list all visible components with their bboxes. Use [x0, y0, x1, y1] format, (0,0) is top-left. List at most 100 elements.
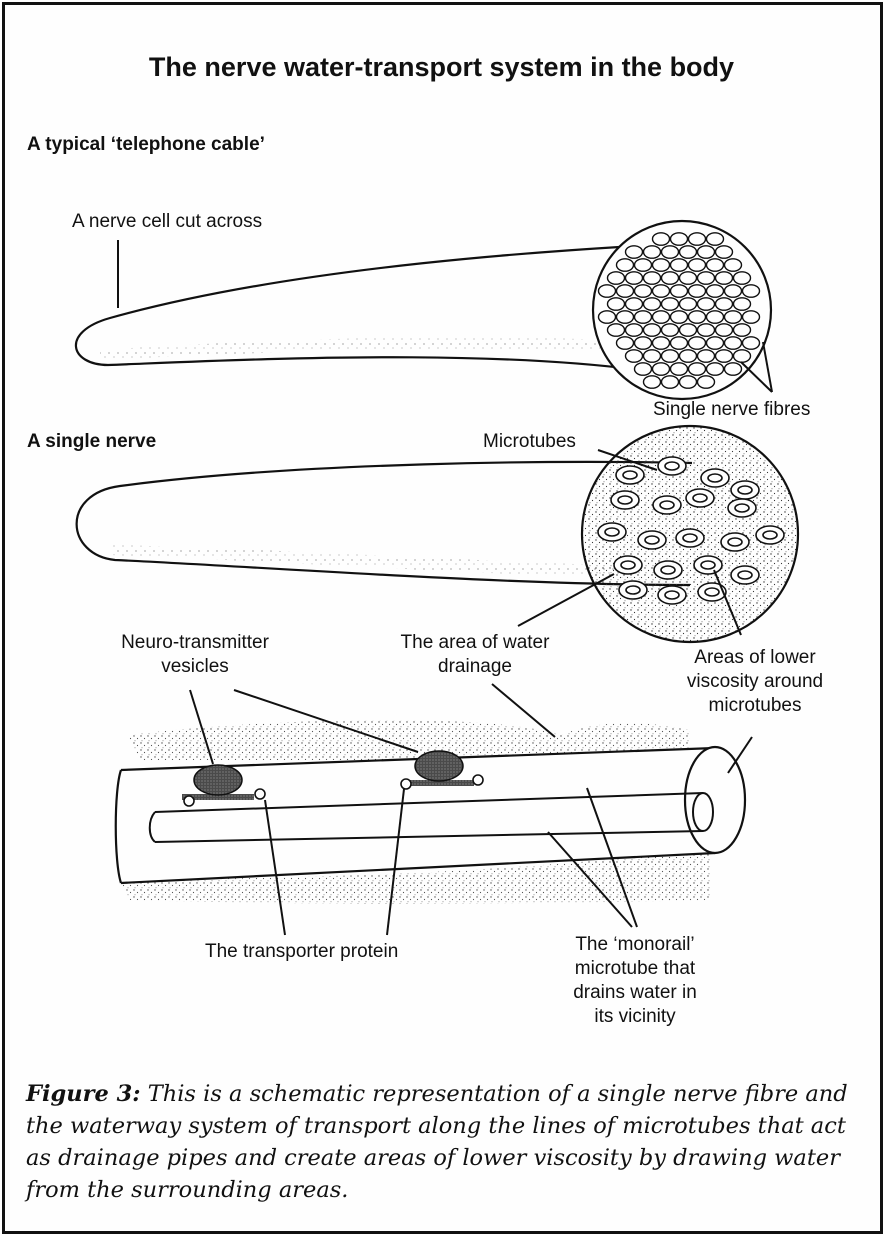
nerve-fibre [707, 233, 724, 245]
lower-line-1: Areas of lower [660, 646, 850, 670]
label-water-drainage: The area of water drainage [370, 631, 580, 679]
nerve-fibre [743, 285, 760, 297]
nerve-fibre [635, 285, 652, 297]
nerve-fibre [671, 311, 688, 323]
nerve-fibre [671, 337, 688, 349]
microtube-core [623, 471, 637, 479]
nerve-fibre [653, 363, 670, 375]
label-monorail-microtube: The ‘monorail’ microtube that drains wat… [545, 933, 725, 1029]
nerve-fibre [662, 376, 679, 388]
nerve-fibre [680, 350, 697, 362]
nerve-fibre [707, 363, 724, 375]
microtube-core [661, 566, 675, 574]
nerve-fibre [689, 363, 706, 375]
microtube-core [665, 591, 679, 599]
microtube-core [708, 474, 722, 482]
nerve-fibre [617, 259, 634, 271]
caption-text: This is a schematic representation of a … [26, 1081, 848, 1203]
figure-caption: Figure 3: This is a schematic representa… [26, 1078, 861, 1206]
nerve-fibre [662, 272, 679, 284]
microtube-core [618, 496, 632, 504]
nerve-fibre [689, 311, 706, 323]
label-single-nerve-fibres: Single nerve fibres [653, 398, 810, 422]
monorail-line-4: its vicinity [545, 1005, 725, 1029]
nerve-fibre [644, 324, 661, 336]
microtube-core [621, 561, 635, 569]
nerve-fibre [707, 259, 724, 271]
nerve-fibre [743, 311, 760, 323]
microtube-core [626, 586, 640, 594]
nerve-fibre [698, 298, 715, 310]
nerve-fibre [626, 324, 643, 336]
label-lower-viscosity: Areas of lower viscosity around microtub… [660, 646, 850, 718]
nerve-fibre [671, 233, 688, 245]
cable-nerve-shape [76, 221, 771, 399]
microtube-core [701, 561, 715, 569]
nerve-fibre [680, 246, 697, 258]
nerve-fibre [707, 285, 724, 297]
nerve-fibre [608, 298, 625, 310]
section-single-title: A single nerve [27, 430, 156, 454]
nerve-fibre [617, 285, 634, 297]
nerve-fibre [743, 337, 760, 349]
label-transporter-protein: The transporter protein [205, 940, 398, 964]
nerve-fibre [725, 285, 742, 297]
neuro-line-1: Neuro-transmitter [95, 631, 295, 655]
microtube-core [738, 571, 752, 579]
nerve-fibre [734, 298, 751, 310]
nerve-fibre [734, 272, 751, 284]
nerve-fibre [617, 337, 634, 349]
nerve-fibre [644, 350, 661, 362]
nerve-fibre [653, 259, 670, 271]
nerve-fibre [698, 272, 715, 284]
nerve-fibre [725, 337, 742, 349]
water-line-1: The area of water [370, 631, 580, 655]
caption-figure-label: Figure 3: [26, 1081, 141, 1107]
microtube-core [660, 501, 674, 509]
lower-line-3: microtubes [660, 694, 850, 718]
nerve-fibre [662, 246, 679, 258]
nerve-fibre [680, 272, 697, 284]
label-microtubes: Microtubes [483, 430, 576, 454]
nerve-fibre [698, 324, 715, 336]
nerve-fibre [680, 376, 697, 388]
nerve-fibre [635, 259, 652, 271]
nerve-fibre [698, 246, 715, 258]
nerve-fibre [734, 324, 751, 336]
nerve-fibre [653, 285, 670, 297]
nerve-fibre [626, 350, 643, 362]
nerve-fibre [716, 246, 733, 258]
nerve-fibre [671, 259, 688, 271]
nerve-fibre [716, 298, 733, 310]
nerve-fibre [689, 285, 706, 297]
nerve-fibre [608, 272, 625, 284]
microtube-core [728, 538, 742, 546]
nerve-fibre [698, 376, 715, 388]
nerve-fibre [635, 311, 652, 323]
nerve-fibre [671, 285, 688, 297]
microtube-core [683, 534, 697, 542]
nerve-fibre [644, 272, 661, 284]
nerve-fibre [725, 259, 742, 271]
microtube-core [645, 536, 659, 544]
microtube-core [763, 531, 777, 539]
neuro-line-2: vesicles [95, 655, 295, 679]
nerve-fibre [599, 311, 616, 323]
monorail-line-2: microtube that [545, 957, 725, 981]
nerve-fibre [653, 337, 670, 349]
label-nerve-cell-cut: A nerve cell cut across [72, 210, 262, 234]
microtube-core [605, 528, 619, 536]
nerve-fibre [653, 311, 670, 323]
nerve-fibre [707, 337, 724, 349]
nerve-fibre [716, 350, 733, 362]
nerve-fibre [680, 298, 697, 310]
section-cable-title: A typical ‘telephone cable’ [27, 133, 265, 157]
nerve-fibre [617, 311, 634, 323]
nerve-fibre [689, 233, 706, 245]
nerve-fibre [662, 324, 679, 336]
nerve-fibre [671, 363, 688, 375]
microtube-core [705, 588, 719, 596]
nerve-fibre [725, 311, 742, 323]
nerve-fibre [644, 376, 661, 388]
